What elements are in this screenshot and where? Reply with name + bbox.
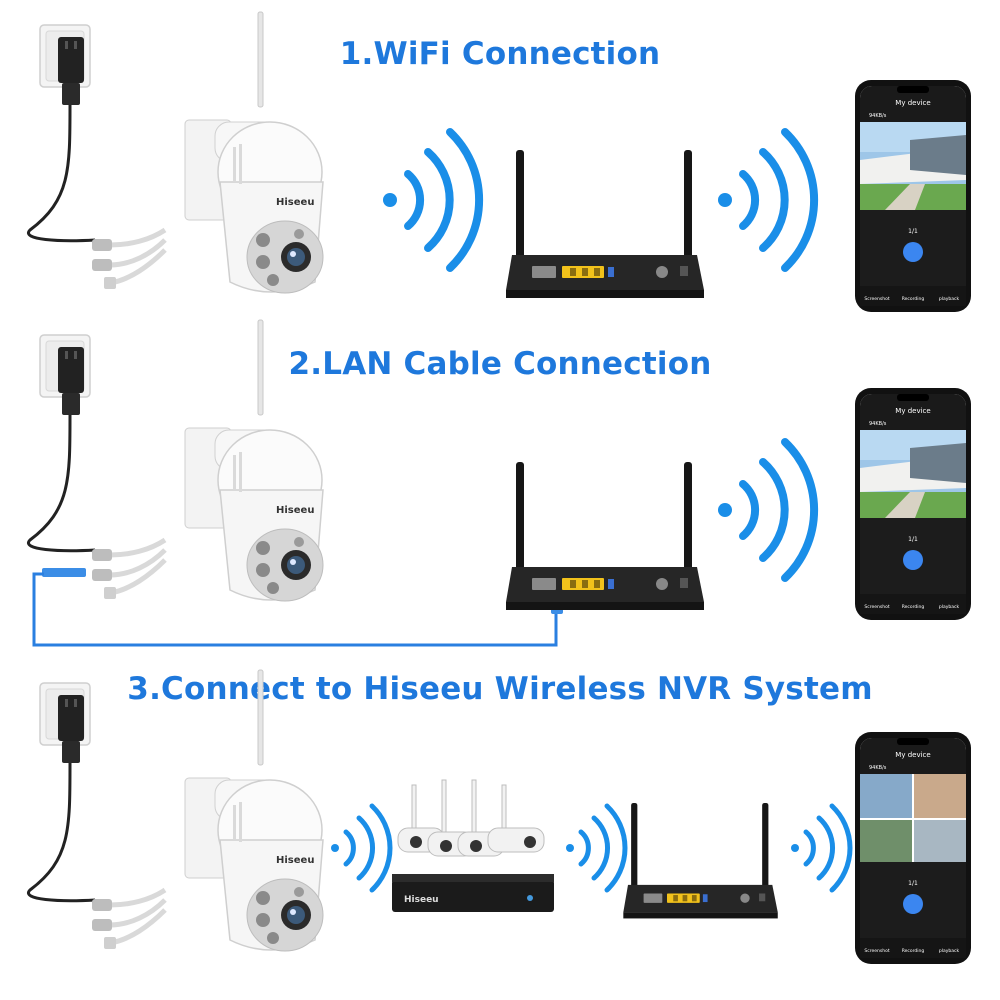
phone-page-indicator: 1/1 [908,536,918,543]
wifi-signal-icon [331,806,390,890]
power-cable [26,414,96,553]
lan-connector [42,568,86,577]
phone-speed: 94KB/s [869,113,887,119]
camera-pigtail-cables [92,890,165,949]
ptz-camera-icon [184,319,324,602]
phone-app: My device 94KB/s 1/1 Screenshot Recordin… [855,388,971,620]
router-icon [506,150,704,298]
camera-brand-label: Hiseeu [276,197,314,208]
phone-page-indicator: 1/1 [908,880,918,887]
phone-page-indicator: 1/1 [908,228,918,235]
phone-app: My device 94KB/s 1/1 Screenshot Recordin… [855,732,971,964]
phone-title: My device [895,99,930,107]
router-icon [623,803,778,919]
phone-title: My device [895,407,930,415]
ptz-camera-icon [184,11,324,294]
nvr-kit-icon: Hiseeu [392,779,554,912]
row-2: Hiseeu My device 94KB/s 1/1 Screenshot R… [26,319,971,647]
phone-btn-playback: playback [939,604,960,610]
nvr-brand-label: Hiseeu [404,895,439,905]
power-cable [26,762,96,903]
power-socket-icon [39,682,91,764]
power-cable [26,104,96,243]
row-1: Hiseeu My device 94KB/s 1/1 Screenshot R… [26,11,971,312]
phone-speed: 94KB/s [869,421,887,427]
phone-btn-screenshot: Screenshot [864,296,889,302]
phone-speed: 94KB/s [869,765,887,771]
wifi-signal-icon [566,806,625,890]
router-icon [506,462,704,610]
camera-pigtail-cables [92,230,165,289]
lan-cable [32,572,558,647]
camera-brand-label: Hiseeu [276,505,314,516]
section-3-title: 3.Connect to Hiseeu Wireless NVR System [127,671,873,707]
camera-pigtail-cables [92,540,165,599]
phone-title: My device [895,751,930,759]
section-1-title: 1.WiFi Connection [339,36,661,72]
row-3: Hiseeu Hiseeu [26,669,971,964]
ptz-camera-icon [184,669,324,952]
phone-app: My device 94KB/s 1/1 Screenshot Recordin… [855,80,971,312]
camera-brand-label: Hiseeu [276,855,314,866]
wifi-signal-icon [718,442,814,578]
wifi-signal-icon [383,132,479,268]
section-2-title: 2.LAN Cable Connection [288,346,712,382]
wifi-signal-icon [718,132,814,268]
wifi-signal-icon [791,806,850,890]
power-socket-icon [39,334,91,416]
phone-btn-recording: Recording [902,948,925,954]
phone-btn-recording: Recording [902,296,925,302]
phone-btn-playback: playback [939,948,960,954]
power-socket-icon [39,24,91,106]
phone-btn-screenshot: Screenshot [864,948,889,954]
phone-btn-screenshot: Screenshot [864,604,889,610]
phone-btn-recording: Recording [902,604,925,610]
phone-btn-playback: playback [939,296,960,302]
